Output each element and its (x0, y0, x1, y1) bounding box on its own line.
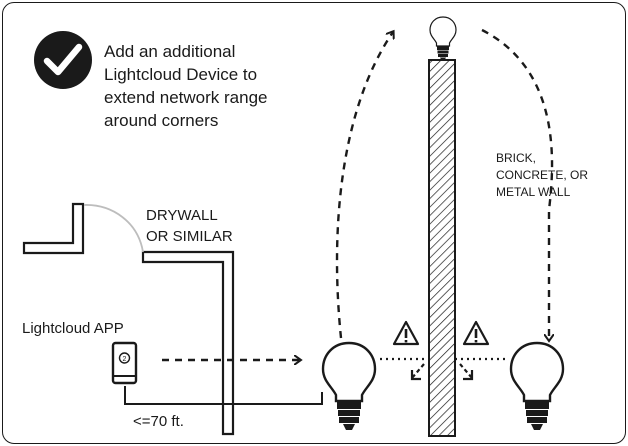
brick-wall-label: BRICK, CONCRETE, OR METAL WALL (496, 151, 591, 199)
light-bulb-icon-top (429, 16, 457, 62)
deflect-arrowhead-left (410, 370, 421, 381)
distance-bracket (124, 386, 323, 405)
tip-line-1: Add an additional (104, 42, 235, 61)
smartphone-icon: 2 (111, 341, 138, 385)
drywall-wall-left (22, 202, 85, 255)
checkmark-circle-icon (34, 31, 92, 89)
svg-text:2: 2 (123, 356, 127, 363)
arrow-top-to-right-bulb (481, 28, 552, 340)
warning-triangle-icon-left (392, 320, 420, 346)
arrow-left-bulb-to-top (335, 32, 393, 339)
light-bulb-icon-left (321, 341, 377, 432)
app-label: Lightcloud APP (22, 320, 124, 337)
tip-line-3: extend network range (104, 88, 268, 107)
drywall-label-line-1: DRYWALL (146, 207, 217, 224)
distance-label: <=70 ft. (133, 413, 184, 430)
brick-wall (428, 59, 456, 437)
door-arc (83, 204, 144, 253)
deflect-arrowhead-right (463, 370, 474, 381)
deflect-arrows (410, 363, 474, 381)
deflect-arrow-left (411, 363, 425, 379)
signal-arrows (162, 28, 552, 360)
brick-label-line-1: BRICK, (496, 151, 536, 165)
drywall-room (22, 202, 235, 436)
drywall-label: DRYWALL OR SIMILAR (146, 207, 233, 245)
drywall-label-line-2: OR SIMILAR (146, 228, 233, 245)
deflect-arrow-right (459, 363, 473, 379)
tip-line-4: around corners (104, 111, 218, 130)
light-bulb-icon-right (509, 341, 565, 432)
brick-label-line-3: METAL WALL (496, 185, 571, 199)
drywall-wall-right (141, 250, 235, 436)
brick-label-line-2: CONCRETE, OR (496, 168, 588, 182)
warning-triangle-icon-right (462, 320, 490, 346)
tip-text: Add an additional Lightcloud Device to e… (104, 42, 272, 130)
tip-line-2: Lightcloud Device to (104, 65, 257, 84)
